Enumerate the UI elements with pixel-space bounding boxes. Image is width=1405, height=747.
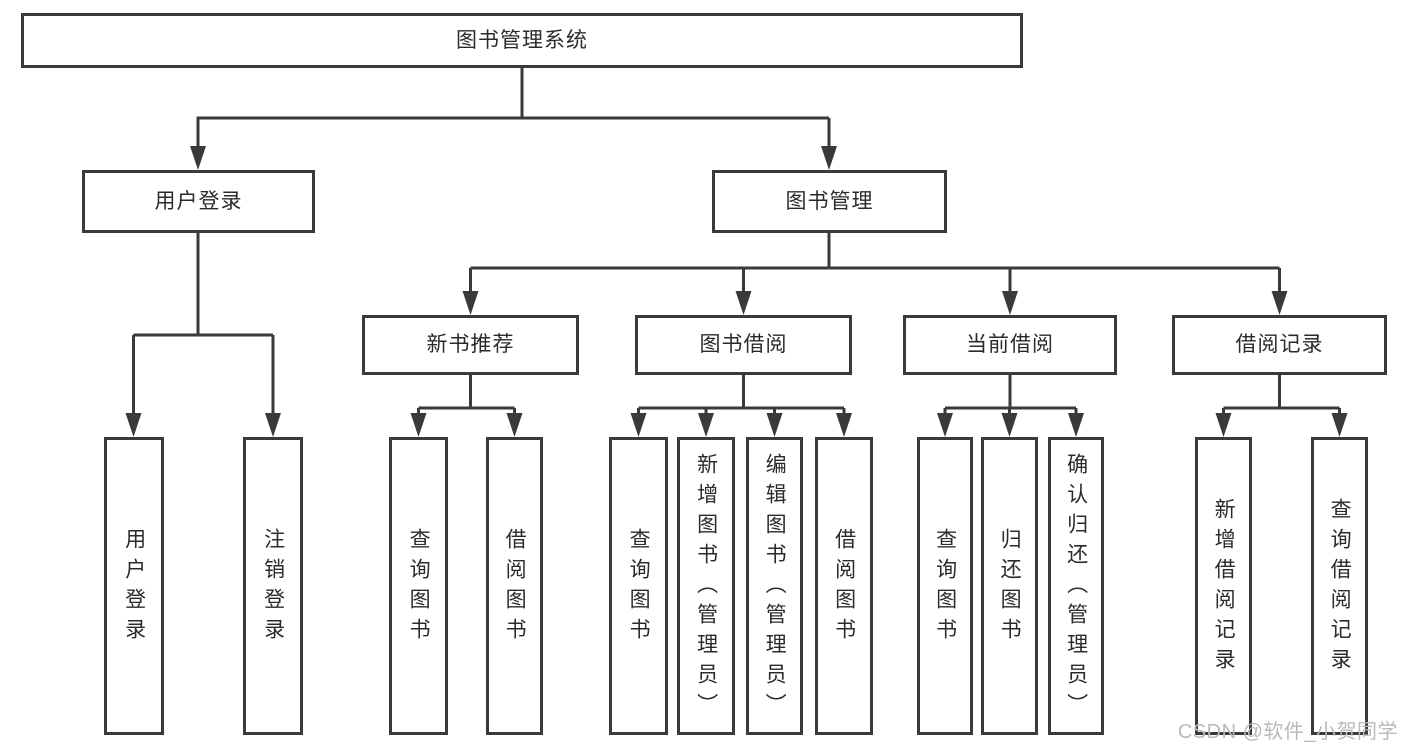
leaf-query-borrow-record: 查询借阅记录: [1311, 437, 1368, 735]
leaf-borrowing-query-books: 查询图书: [609, 437, 668, 735]
leaf-add-borrow-record: 新增借阅记录: [1195, 437, 1252, 735]
node-book-management: 图书管理: [712, 170, 947, 233]
leaf-edit-books-admin: 编辑图书（管理员）: [746, 437, 803, 735]
leaf-return-books: 归还图书: [981, 437, 1038, 735]
node-book-borrowing: 图书借阅: [635, 315, 852, 375]
leaf-recommend-query-books: 查询图书: [389, 437, 448, 735]
arrowheads: [125, 146, 1348, 437]
connector-borrowing-records: [1222, 375, 1341, 421]
leaf-current-query-books: 查询图书: [917, 437, 973, 735]
node-user-login: 用户登录: [82, 170, 315, 233]
connector-user-login: [132, 233, 275, 421]
node-root-system: 图书管理系统: [21, 13, 1023, 68]
leaf-borrow-books: 借阅图书: [815, 437, 873, 735]
connector-book-borrowing: [637, 375, 846, 421]
csdn-watermark: CSDN @软件_小贺同学: [1177, 721, 1398, 743]
connector-new-book-recommend: [417, 375, 516, 421]
node-new-book-recommend: 新书推荐: [362, 315, 579, 375]
leaf-recommend-borrow-books: 借阅图书: [486, 437, 543, 735]
connector-book-management: [469, 233, 1281, 299]
leaf-logout-login: 注销登录: [243, 437, 303, 735]
leaf-user-login: 用户登录: [104, 437, 164, 735]
leaf-confirm-return-admin: 确认归还（管理员）: [1048, 437, 1104, 735]
node-current-borrowing: 当前借阅: [903, 315, 1117, 375]
leaf-add-books-admin: 新增图书（管理员）: [677, 437, 735, 735]
node-borrowing-records: 借阅记录: [1172, 315, 1387, 375]
connector-root: [196, 68, 831, 150]
